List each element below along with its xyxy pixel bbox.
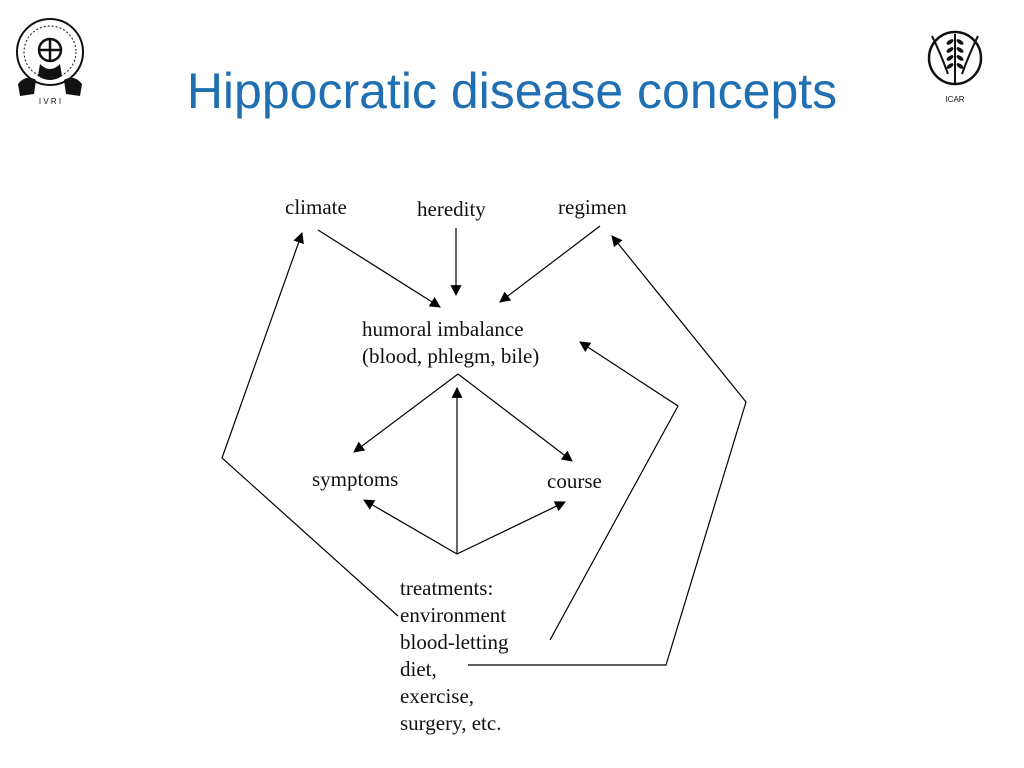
arrow-diet-to-regimen [468, 235, 747, 666]
icar-caption: ICAR [945, 95, 964, 104]
node-course: course [547, 469, 602, 493]
arrow-treatments-to-course [456, 501, 566, 555]
node-treatments-line5: exercise, [400, 684, 474, 708]
node-treatments-line1: treatments: [400, 576, 493, 600]
node-treatments-line2: environment [400, 603, 506, 627]
node-treatments-line4: diet, [400, 657, 437, 681]
arrow-regimen-to-humoral [499, 225, 601, 303]
ivri-caption: I V R I [39, 97, 61, 106]
node-humoral-line2: (blood, phlegm, bile) [362, 344, 539, 368]
node-heredity: heredity [417, 197, 486, 221]
node-symptoms: symptoms [312, 467, 398, 491]
arrow-humoral-to-symptoms [353, 373, 459, 453]
diagram-connectors [221, 225, 747, 666]
node-treatments-line6: surgery, etc. [400, 711, 501, 735]
arrow-bloodletting-to-humoral [549, 341, 679, 641]
diagram-labels: climate heredity regimen humoral imbalan… [285, 195, 627, 735]
ivri-emblem-icon: I V R I [16, 18, 84, 106]
node-regimen: regimen [558, 195, 627, 219]
arrow-climate-to-humoral [317, 229, 441, 308]
node-climate: climate [285, 195, 347, 219]
icar-wheat-emblem-icon: ICAR [927, 30, 983, 104]
slide-title: Hippocratic disease concepts [186, 63, 838, 119]
arrow-environment-to-climate [221, 231, 399, 617]
arrow-humoral-to-course [457, 373, 573, 462]
node-treatments-line3: blood-letting [400, 630, 509, 654]
node-humoral-line1: humoral imbalance [362, 317, 524, 341]
arrow-treatments-to-symptoms [363, 499, 458, 555]
